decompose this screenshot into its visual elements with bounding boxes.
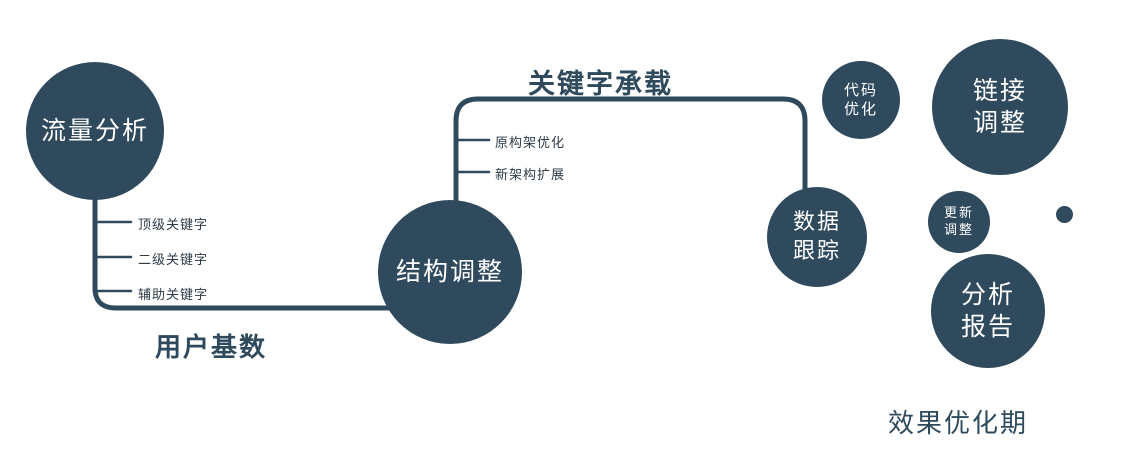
node-link-adjustment-label-line1: 链接: [972, 76, 1027, 105]
caption-effect-optimization-period: 效果优化期: [888, 408, 1029, 438]
edge-label-keyword-carry: 关键字承载: [528, 69, 673, 99]
connector-structure-to-tracking: [453, 96, 808, 207]
branch-label-new-architecture: 新架构扩展: [495, 167, 566, 182]
node-analysis-report-label-line2: 报告: [960, 313, 1015, 341]
branch-label-secondary-keyword: 二级关键字: [138, 252, 209, 267]
node-update-adjustment: 更新 调整: [928, 191, 990, 253]
node-code-optimization-label-line1: 代码: [843, 81, 878, 99]
node-code-optimization-label-line2: 优化: [843, 101, 878, 118]
node-structure-adjustment-label: 结构调整: [395, 257, 504, 286]
node-data-tracking: 数据 跟踪: [767, 187, 867, 287]
node-link-adjustment: 链接 调整: [932, 39, 1068, 175]
edge-label-user-base: 用户基数: [155, 332, 268, 362]
node-structure-adjustment: 结构调整: [378, 200, 522, 344]
node-update-adjustment-label-line2: 调整: [943, 222, 974, 237]
connector-traffic-to-structure: [92, 193, 393, 311]
node-data-tracking-label-line2: 跟踪: [792, 238, 841, 263]
branch-label-auxiliary-keyword: 辅助关键字: [138, 287, 209, 302]
node-data-tracking-label-line1: 数据: [792, 209, 841, 235]
node-code-optimization: 代码 优化: [822, 61, 900, 139]
branch-label-top-keyword: 顶级关键字: [138, 217, 209, 232]
branch-label-original-architecture: 原构架优化: [495, 135, 566, 150]
node-traffic-analysis-label: 流量分析: [40, 116, 149, 145]
node-traffic-analysis: 流量分析: [26, 62, 164, 200]
small-dot-marker: [1056, 206, 1073, 223]
node-link-adjustment-label-line2: 调整: [972, 109, 1027, 137]
node-analysis-report-label-line1: 分析: [960, 280, 1015, 309]
node-update-adjustment-label-line1: 更新: [943, 205, 974, 221]
node-analysis-report: 分析 报告: [931, 254, 1045, 368]
